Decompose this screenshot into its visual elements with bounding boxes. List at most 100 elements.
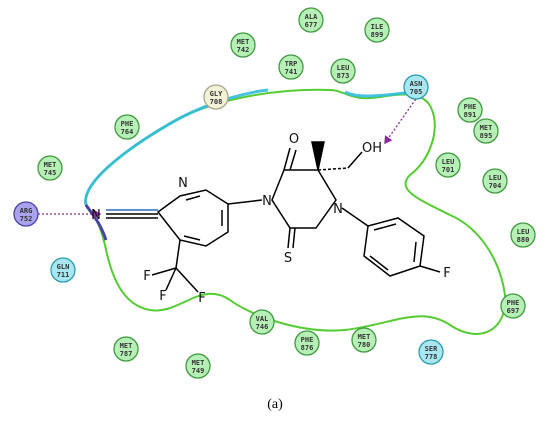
residue-number: 778 (425, 353, 438, 361)
residue-number: 701 (442, 166, 455, 174)
residue-disc (278, 54, 304, 80)
residue-name: LEU (442, 158, 455, 166)
atom-n-imidazolidine-2: N (333, 202, 343, 217)
residue-name: ASN (410, 80, 423, 88)
residue-disc (330, 58, 356, 84)
atom-f-cf3-c: F (198, 291, 205, 306)
residue-number: 708 (210, 98, 223, 106)
residue-name: LEU (489, 174, 502, 182)
residue-disc (457, 97, 483, 123)
residue-name: ALA (305, 13, 318, 21)
residue-name: PHE (507, 299, 520, 307)
atom-oh: OH (362, 141, 382, 156)
residue-number: 741 (285, 68, 298, 76)
residue-number: 873 (337, 72, 350, 80)
residue-name: PHE (301, 336, 314, 344)
residue-name: ARG (20, 207, 33, 215)
residue-disc (500, 293, 526, 319)
residue-number: 880 (517, 236, 530, 244)
residue-number: 742 (237, 46, 250, 54)
residue-disc (418, 339, 444, 365)
atom-labels: N N N N O OH S F F F F (91, 132, 451, 306)
residue-number: 780 (358, 341, 371, 349)
residue-disc (435, 152, 461, 178)
residue-number: 746 (256, 323, 269, 331)
atom-f-aryl: F (443, 266, 450, 281)
atom-s: S (284, 251, 292, 266)
atom-n-imidazolidine-1: N (262, 194, 272, 209)
residue-disc (364, 17, 390, 43)
residue-disc (403, 74, 429, 100)
residue-number: 899 (371, 31, 384, 39)
residue-disc (510, 222, 536, 248)
residue-name: PHE (121, 120, 134, 128)
residue-number: 787 (120, 350, 133, 358)
residue-number: 749 (192, 367, 205, 375)
atom-f-cf3-a: F (143, 269, 150, 284)
residue-name: PHE (464, 103, 477, 111)
ligand-bonds (106, 141, 441, 293)
residue-number: 876 (301, 344, 314, 352)
residue-name: VAL (256, 315, 269, 323)
residue-name: GLY (210, 90, 223, 98)
residue-disc (113, 336, 139, 362)
residue-number: 895 (480, 132, 493, 140)
residue-disc (230, 32, 256, 58)
residue-disc (473, 118, 499, 144)
atom-o-carbonyl: O (289, 132, 299, 147)
atom-n-pyridine: N (178, 176, 188, 191)
residue-name: MET (358, 333, 371, 341)
residue-name: MET (120, 342, 133, 350)
atom-n-nitrile: N (91, 208, 101, 223)
residue-name: MET (192, 359, 205, 367)
atom-f-cf3-b: F (159, 289, 166, 304)
residue-disc (249, 309, 275, 335)
residue-disc (50, 257, 76, 283)
residue-number: 697 (507, 307, 520, 315)
residue-number: 705 (410, 88, 423, 96)
residue-disc (294, 330, 320, 356)
residue-disc (114, 114, 140, 140)
residue-number: 891 (464, 111, 477, 119)
residue-number: 745 (44, 169, 57, 177)
residue-name: MET (237, 38, 250, 46)
residue-name: MET (480, 124, 493, 132)
residue-disc (37, 155, 63, 181)
residue-name: SER (425, 345, 438, 353)
residue-number: 752 (20, 215, 33, 223)
residue-name: TRP (285, 60, 298, 68)
residue-number: 704 (489, 182, 502, 190)
residue-number: 711 (57, 271, 70, 279)
figure-caption: (a) (267, 397, 283, 412)
residue-number: 764 (121, 128, 134, 136)
residue-number: 677 (305, 21, 318, 29)
residue-disc (13, 201, 39, 227)
residue-name: LEU (337, 64, 350, 72)
hbond-arrows (38, 95, 419, 219)
residue-name: ILE (371, 23, 384, 31)
